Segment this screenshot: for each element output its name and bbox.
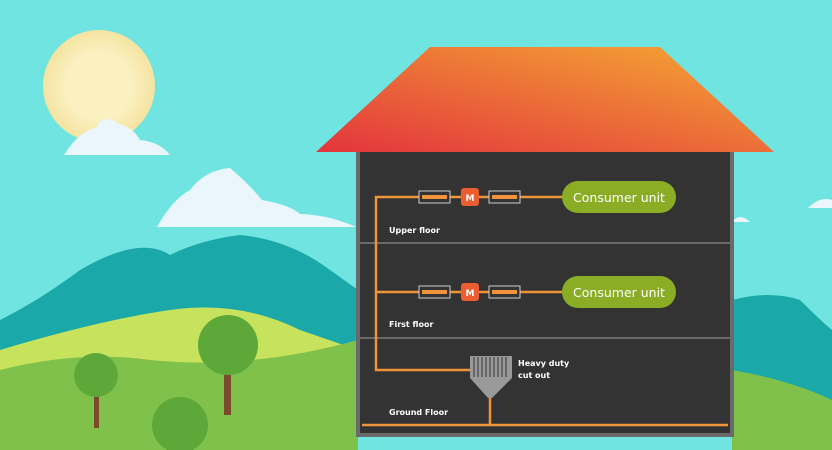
clouds xyxy=(64,118,832,227)
mountains xyxy=(0,235,832,450)
first-floor-circuit: M Consumer unit First floor xyxy=(389,276,676,329)
consumer-unit-label: Consumer unit xyxy=(573,285,665,300)
floor-label: Ground Floor xyxy=(389,408,448,417)
meter-label: M xyxy=(466,289,475,299)
floor-label: First floor xyxy=(389,320,433,329)
meter-label: M xyxy=(466,194,475,204)
heavy-duty-cutout: Heavy duty cut out xyxy=(470,356,570,398)
trees xyxy=(74,315,258,450)
cutout-label: Heavy duty xyxy=(518,359,570,368)
floor-label: Upper floor xyxy=(389,226,440,235)
upper-floor-circuit: M Consumer unit Upper floor xyxy=(389,181,676,235)
roof xyxy=(316,47,774,152)
meter-icon xyxy=(461,188,479,206)
consumer-unit-label: Consumer unit xyxy=(573,190,665,205)
consumer-unit xyxy=(562,181,676,213)
meter-icon xyxy=(461,283,479,301)
sun xyxy=(43,30,155,142)
cutout-label: cut out xyxy=(518,371,550,380)
consumer-unit xyxy=(562,276,676,308)
